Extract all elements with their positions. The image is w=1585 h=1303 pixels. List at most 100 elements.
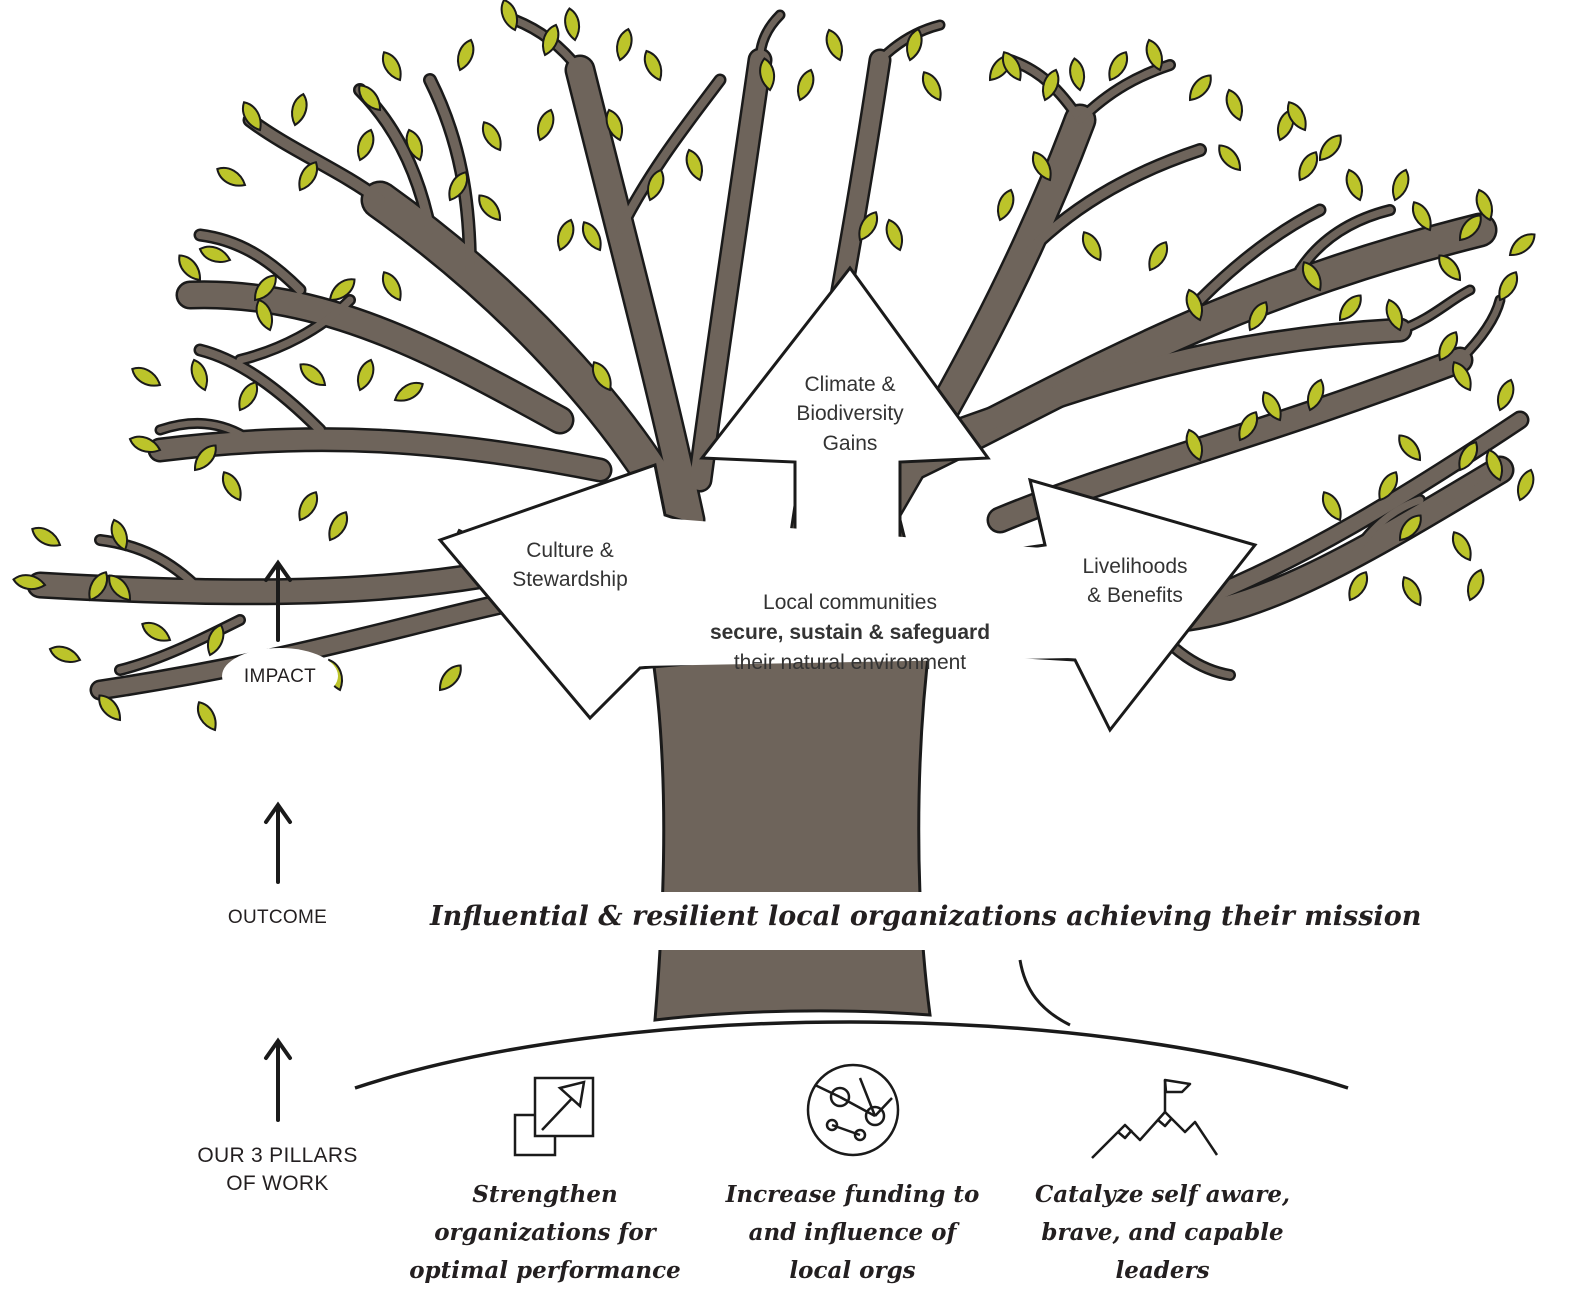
leaf-shape (46, 641, 84, 668)
pillars-title-line1: OUR 3 PILLARS (197, 1144, 358, 1167)
leaf-shape (293, 487, 323, 525)
leaf-shape (1333, 290, 1367, 326)
pillars-title-line2: OF WORK (226, 1172, 329, 1196)
leaf-shape (1317, 487, 1347, 525)
level-impact: IMPACT (243, 666, 317, 687)
branch-bark-stroke (1025, 145, 1205, 255)
leaf-shape (1183, 70, 1217, 106)
branch-bark-stroke (178, 282, 572, 432)
branch-bark-stroke (690, 50, 770, 490)
pillar-line: brave, and capable (1041, 1218, 1284, 1246)
leaf-shape (1393, 430, 1427, 466)
branch-bark-stroke (1457, 297, 1503, 363)
impact-line3: their natural environment (733, 650, 967, 674)
leaf-shape (639, 47, 668, 84)
leaf-shape (137, 617, 175, 647)
impact-line1: Local communities (763, 591, 937, 614)
leaf-shape (452, 36, 479, 74)
pillar-line: organizations for (434, 1218, 656, 1246)
branch-bark-stroke (950, 320, 1410, 440)
arrow-top-label: Climate & Biodiversity Gains (760, 370, 940, 458)
leaf-shape (377, 47, 407, 85)
leaf-shape (1221, 86, 1248, 124)
branch-bark-stroke (92, 592, 528, 698)
branch-bark-stroke (150, 429, 610, 480)
branch-bark-stroke (1346, 496, 1424, 564)
arrow-top-line: Biodiversity (796, 402, 904, 426)
leaf-shape (917, 67, 947, 105)
leaf-shape (552, 216, 579, 254)
leaf-shape (27, 522, 65, 552)
branch-bark-stroke (236, 296, 354, 364)
up-arrow-icon (264, 1037, 292, 1122)
level-outcome: OUTCOME (227, 907, 328, 928)
leaf-shape (377, 267, 407, 305)
arrow-right-line: & Benefits (1087, 584, 1183, 608)
arrow-right-label: Livelihoods & Benefits (1045, 552, 1225, 611)
branch-bark-stroke (567, 57, 703, 533)
leaf-shape (1397, 572, 1427, 610)
leaf-shape (1433, 250, 1467, 286)
ground-line (354, 1020, 1349, 1090)
level-arrows (264, 559, 292, 1122)
leaf-shape (217, 467, 247, 505)
pillar-line: Increase funding to (725, 1181, 980, 1208)
pillar-line: and influence of (748, 1218, 957, 1246)
impact-statement: Local communities secure, sustain & safe… (660, 588, 1040, 677)
pillar-line: Strengthen (472, 1181, 618, 1208)
leaf-shape (612, 26, 636, 63)
leaf-shape (473, 190, 507, 226)
branch-bark-stroke (616, 76, 724, 234)
level-pillars: OUR 3 PILLARS OF WORK (175, 1142, 380, 1199)
arrow-top-line: Climate & (804, 373, 896, 396)
branch-bark-stroke (363, 183, 717, 577)
pillar-line: Catalyze self aware, (1034, 1181, 1291, 1208)
leaf-shape (577, 217, 607, 255)
up-arrow-icon (264, 801, 292, 884)
leaf-shape (173, 250, 207, 286)
branch-bark-stroke (196, 346, 324, 434)
leaf-shape (1447, 527, 1477, 565)
leaf-shape (390, 377, 428, 407)
leaf-shape (1293, 147, 1323, 185)
leaf-shape (1341, 166, 1368, 204)
branch-bark-stroke (1076, 61, 1174, 124)
branch-bark-stroke (425, 75, 475, 275)
leaf-shape (212, 162, 250, 192)
branch-bark-stroke (1397, 287, 1473, 333)
pillar-line: leaders (1115, 1256, 1210, 1284)
leaf-shape (1143, 237, 1173, 275)
leaf-shape (1462, 566, 1489, 604)
leaf-shape (186, 356, 213, 394)
branch-bark-stroke (1196, 206, 1324, 304)
impact-arrows (437, 265, 1258, 733)
leaf-shape (1492, 376, 1519, 414)
branch-bark-stroke (116, 616, 244, 674)
pillar-leaders: Catalyze self aware, brave, and capable … (1020, 1176, 1305, 1290)
funding-network-icon (806, 1063, 900, 1157)
pillar-strengthen: Strengthen organizations for optimal per… (405, 1176, 685, 1290)
leaf-shape (295, 358, 331, 392)
leaf-shape (1504, 228, 1540, 262)
leaf-shape (561, 6, 583, 43)
mountain-flag-icon (1091, 1078, 1219, 1159)
arrow-right-line: Livelihoods (1082, 555, 1188, 578)
impact-line2: secure, sustain & safeguard (660, 618, 1040, 648)
leaf-shape (821, 26, 848, 64)
branch-bark-stroke (245, 115, 385, 205)
leaf-shape (681, 146, 708, 184)
up-arrow-icon (264, 559, 292, 642)
leaf-shape (1387, 166, 1414, 204)
leaf-shape (192, 697, 222, 735)
leaf-shape (1077, 227, 1107, 265)
branch-bark-stroke (157, 420, 253, 443)
pillar-funding: Increase funding to and influence of loc… (710, 1176, 995, 1290)
leaf-shape (323, 507, 353, 545)
branch-bark-stroke (757, 12, 783, 63)
outcome-statement: Influential & resilient local organizati… (430, 901, 1422, 932)
arrow-left-label: Culture & Stewardship (480, 536, 660, 595)
growth-chart-icon (513, 1076, 595, 1157)
arrow-top-line: Gains (822, 431, 878, 455)
impact-line2-bold: secure, sustain & safeguard (709, 620, 991, 644)
arrow-left-line: Stewardship (512, 568, 628, 592)
